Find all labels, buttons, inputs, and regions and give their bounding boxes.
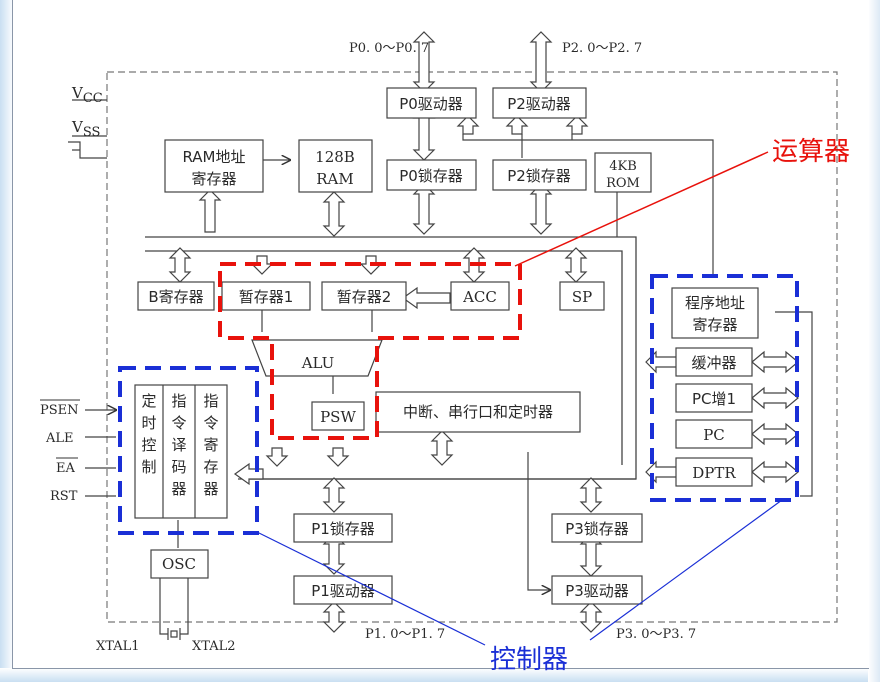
p1-port-label: P1. 0～P1. 7 (365, 627, 445, 642)
interrupt-box (375, 391, 581, 433)
controller-highlight (118, 274, 799, 535)
block-labels: P0. 0～P0. 7 P2. 0～P2. 7 P0驱动器 P2驱动器 RAM地… (40, 41, 745, 654)
temp1-label: 暂存器1 (239, 288, 294, 306)
p0-driver-label: P0驱动器 (399, 95, 463, 113)
controller-annotation: 控制器 (490, 645, 568, 675)
ram-addr-label-1: RAM地址 (182, 148, 245, 166)
internal-bus (145, 236, 637, 480)
dptr-label: DPTR (692, 464, 736, 482)
vcc-label: VCC (71, 84, 103, 106)
dptr-box (675, 457, 753, 487)
p0-latch-box (386, 159, 477, 191)
slide-bottom-glow (0, 668, 880, 682)
p1-driver-box (293, 575, 393, 605)
ram-addr-box (164, 139, 264, 193)
temp2-box (321, 281, 407, 311)
ir-char-5: 器 (203, 480, 218, 498)
timing-char-1: 定 (141, 392, 156, 410)
p2-driver-box (492, 87, 587, 119)
pc-box (675, 419, 753, 449)
p2-driver-label: P2驱动器 (507, 95, 571, 113)
xtal2-label: XTAL2 (192, 639, 236, 654)
timing-char-2: 时 (141, 414, 156, 432)
p3-latch-box (551, 513, 643, 543)
timing-char-4: 制 (141, 458, 156, 476)
rom-box (594, 152, 652, 193)
ram-box (298, 139, 373, 193)
xtal1-label: XTAL1 (96, 639, 140, 654)
p2-latch-box (492, 159, 587, 191)
slide-left-glow (0, 0, 14, 682)
alu-shape (251, 339, 383, 377)
psw-label: PSW (320, 408, 356, 426)
sp-label: SP (572, 288, 592, 306)
ir-char-2: 令 (203, 414, 218, 432)
alu-label: ALU (301, 354, 335, 372)
rom-label-2: ROM (606, 176, 640, 191)
temp1-box (221, 281, 311, 311)
pc-addr-label-1: 程序地址 (685, 294, 745, 312)
temp2-label: 暂存器2 (337, 288, 392, 306)
block-boxes (134, 87, 759, 605)
slide-right-glow (868, 0, 880, 682)
p0-port-label: P0. 0～P0. 7 (349, 41, 429, 56)
pc-label: PC (703, 426, 725, 444)
decoder-char-1: 指 (171, 392, 186, 410)
arithmetic-unit-annotation: 运算器 (772, 137, 850, 167)
ir-char-4: 存 (203, 458, 218, 476)
pc-addr-label-2: 寄存器 (692, 316, 737, 334)
ram-label-1: 128B (315, 148, 355, 166)
p3-latch-label: P3锁存器 (565, 520, 629, 538)
psw-box (311, 401, 365, 431)
ir-char-3: 寄 (203, 436, 218, 454)
rom-label-1: 4KB (609, 159, 637, 174)
p1-latch-label: P1锁存器 (311, 520, 375, 538)
bus-arrows (168, 31, 603, 633)
ram-addr-label-2: 寄存器 (191, 170, 236, 188)
decoder-char-4: 码 (171, 458, 186, 476)
pc-inc-box (675, 383, 753, 413)
acc-label: ACC (462, 288, 497, 306)
interrupt-label: 中断、串行口和定时器 (403, 403, 553, 421)
psen-label: PSEN (40, 403, 79, 418)
timing-char-3: 控 (141, 436, 156, 454)
acc-box (450, 281, 510, 311)
p0-driver-box (386, 87, 477, 119)
buffer-label: 缓冲器 (691, 354, 736, 372)
decoder-char-3: 译 (171, 436, 186, 454)
p2-port-label: P2. 0～P2. 7 (562, 41, 642, 56)
vss-label: VSS (71, 118, 100, 140)
ale-label: ALE (45, 431, 74, 446)
signal-lines (68, 99, 813, 640)
p3-driver-label: P3驱动器 (565, 582, 629, 600)
osc-label: OSC (162, 555, 196, 573)
p2-latch-label: P2锁存器 (507, 167, 571, 185)
ram-label-2: RAM (316, 170, 354, 188)
pc-addr-box (671, 287, 759, 339)
control-group-box (134, 384, 228, 519)
osc-box (150, 549, 209, 579)
p1-driver-label: P1驱动器 (311, 582, 375, 600)
arithmetic-pointer-line (514, 151, 769, 267)
decoder-char-5: 器 (171, 480, 186, 498)
ea-label: EA (56, 461, 75, 476)
rst-label: RST (50, 489, 78, 504)
b-reg-label: B寄存器 (148, 288, 203, 306)
p1-latch-box (293, 513, 393, 543)
arithmetic-highlight (218, 262, 522, 440)
decoder-char-2: 令 (171, 414, 186, 432)
controller-pointer-lines (256, 499, 783, 646)
b-reg-box (137, 281, 215, 311)
ir-char-1: 指 (203, 392, 218, 410)
p0-latch-label: P0锁存器 (399, 167, 463, 185)
chip-outline (106, 71, 838, 623)
p3-driver-box (551, 575, 643, 605)
sp-box (559, 281, 605, 311)
pc-inc-label: PC增1 (692, 390, 736, 408)
p3-port-label: P3. 0～P3. 7 (616, 627, 696, 642)
buffer-box (675, 347, 753, 377)
